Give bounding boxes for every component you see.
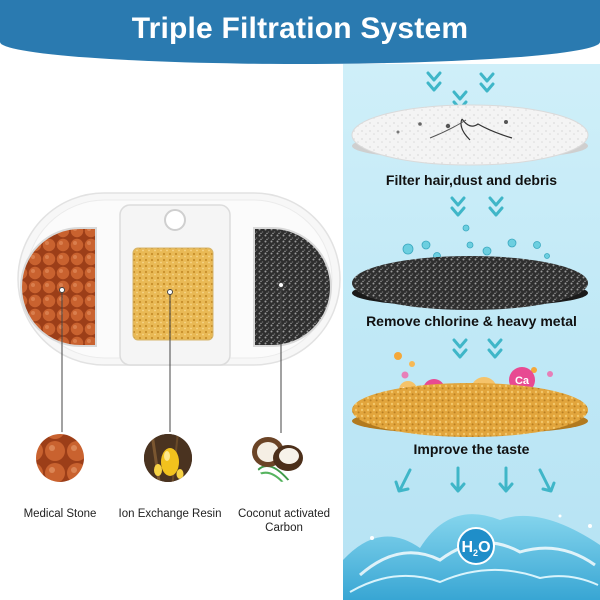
h2o-badge: H2O	[457, 527, 495, 565]
stage-label-filter: Filter hair,dust and debris	[385, 172, 558, 188]
page-title: Triple Filtration System	[131, 12, 469, 45]
caption-coconut-carbon: Coconut activated Carbon	[228, 507, 340, 535]
h2o-subscript: 2	[473, 548, 479, 559]
filter-layer-carbon	[352, 256, 588, 310]
pointer-lines	[59, 282, 284, 433]
stage-label-taste: Improve the taste	[413, 441, 530, 457]
filter-cartridge	[17, 192, 341, 366]
caption-coconut-line2: Carbon	[265, 522, 303, 534]
h2o-h: H	[461, 539, 474, 556]
ion-exchange-resin-image	[144, 434, 192, 482]
filter-layer-mesh	[351, 104, 589, 166]
inflow-arrows	[426, 71, 495, 111]
medical-stone-compartment	[20, 227, 97, 347]
caption-medical-stone: Medical Stone	[23, 508, 97, 520]
caption-ion-exchange-resin: Ion Exchange Resin	[118, 508, 222, 520]
filter-layer-resin	[352, 383, 588, 437]
stage-label-remove: Remove chlorine & heavy metal	[366, 313, 577, 329]
outflow-arrows	[394, 466, 556, 493]
coconut-carbon-image	[252, 434, 303, 482]
title-banner: Triple Filtration System	[0, 0, 600, 64]
carbon-compartment	[253, 227, 332, 347]
medical-stone-image	[34, 432, 86, 484]
resin-compartment	[132, 247, 214, 341]
caption-coconut-line1: Coconut activated	[237, 508, 331, 520]
flow-arrows-2	[450, 196, 504, 217]
svg-text:Ca: Ca	[515, 375, 530, 387]
h2o-o: O	[478, 539, 491, 556]
flow-arrows-3	[452, 338, 503, 359]
